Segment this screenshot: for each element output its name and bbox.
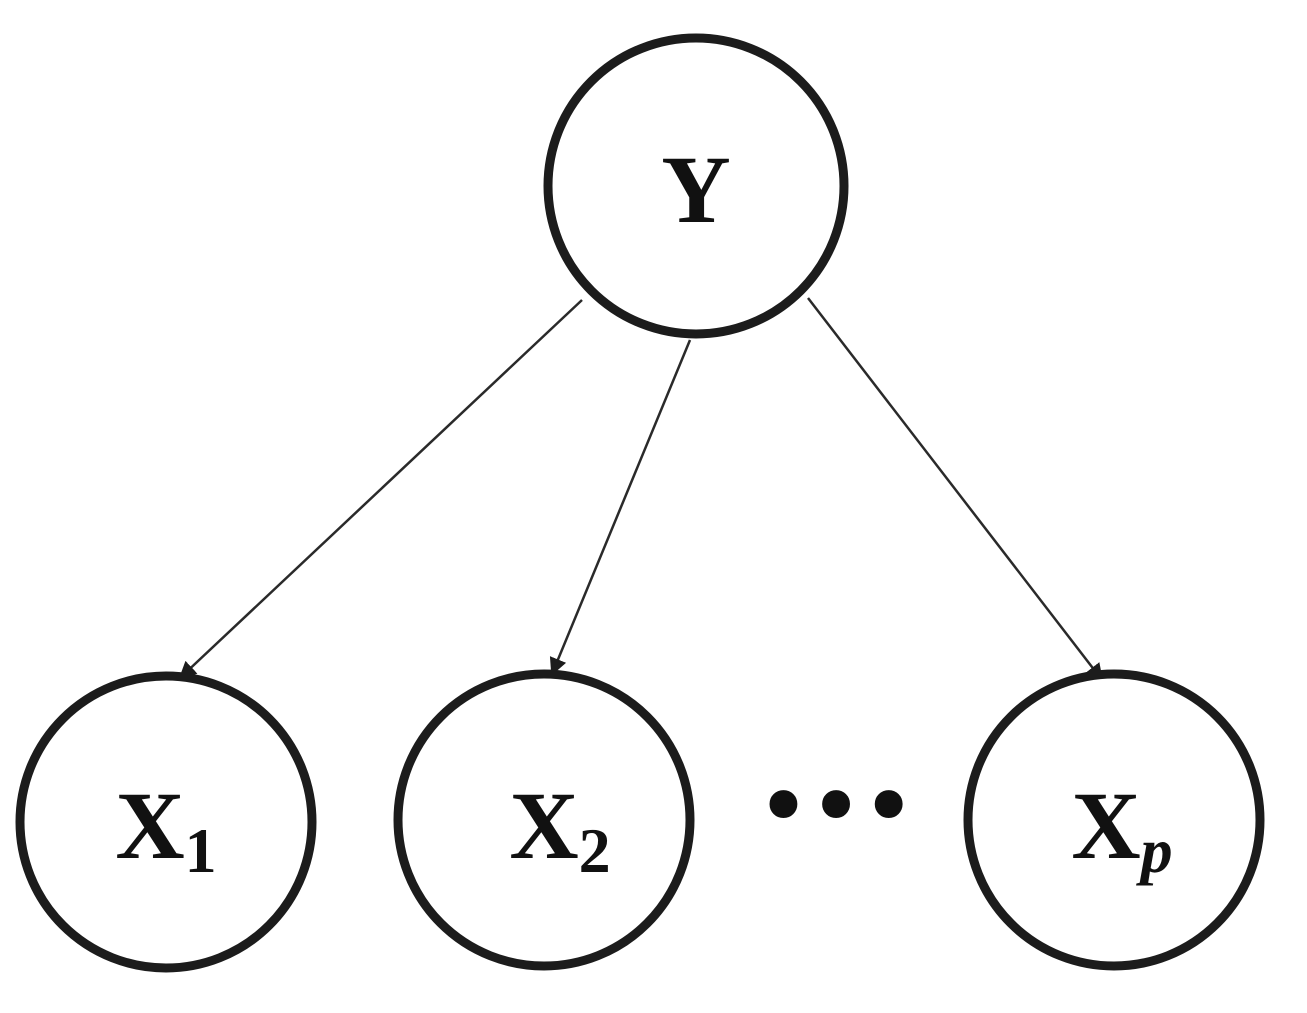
node-xp-letter: X — [1071, 772, 1140, 879]
node-x1-letter: X — [115, 772, 184, 879]
node-xp-circle — [963, 669, 1265, 971]
node-x2-letter: X — [509, 772, 578, 879]
node-x2: X2 — [393, 669, 695, 971]
edge-y-to-xp — [807, 297, 1104, 682]
node-y-label: Y — [661, 136, 730, 243]
node-xp-label: Xp — [1071, 772, 1172, 886]
node-y: Y — [543, 33, 849, 339]
edge-y-to-x2 — [549, 339, 692, 676]
node-y-circle — [543, 33, 849, 339]
edge-y-to-x1 — [178, 299, 583, 680]
node-x1-subscript: 1 — [185, 815, 217, 886]
node-x2-circle — [393, 669, 695, 971]
node-x1: X1 — [15, 671, 317, 973]
node-x2-label: X2 — [509, 772, 610, 886]
node-x1-circle — [15, 671, 317, 973]
node-xp-subscript: p — [1136, 815, 1173, 886]
ellipsis: ••• — [755, 751, 917, 863]
node-x1-label: X1 — [115, 772, 216, 886]
node-x2-subscript: 2 — [579, 815, 611, 886]
node-xp: Xp — [963, 669, 1265, 971]
ellipsis-text: ••• — [755, 751, 913, 863]
